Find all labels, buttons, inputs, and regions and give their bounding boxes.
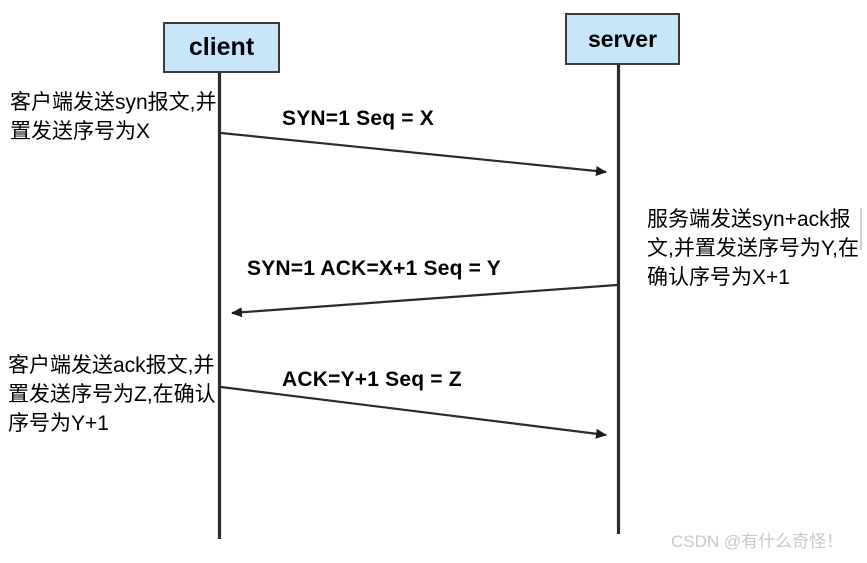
note-client-syn: 客户端发送syn报文,并置发送序号为X (10, 91, 217, 143)
participant-client[interactable]: client (163, 22, 280, 73)
watermark: CSDN @有什么奇怪！ (671, 532, 844, 551)
message-label-1: SYN=1 Seq = X (282, 107, 435, 130)
message-arrow-3 (220, 385, 607, 439)
message-label-3: ACK=Y+1 Seq = Z (282, 368, 462, 391)
note-server-synack: 服务端发送syn+ack报文,并置发送序号为Y,在确认序号为X+1 (647, 208, 859, 289)
participant-server-label: server (587, 25, 658, 52)
message-label-2: SYN=1 ACK=X+1 Seq = Y (247, 257, 501, 280)
message-arrow-2 (231, 283, 618, 318)
participant-client-label: client (188, 33, 255, 61)
message-arrow-1 (220, 131, 607, 176)
participant-server[interactable]: server (565, 13, 680, 65)
note-client-ack: 客户端发送ack报文,并置发送序号为Z,在确认序号为Y+1 (8, 354, 216, 435)
